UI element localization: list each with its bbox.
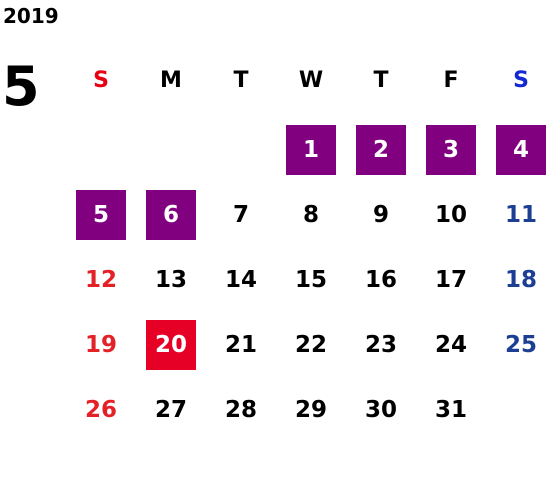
day-cell[interactable]: 14 <box>224 267 257 293</box>
day-cell[interactable]: 30 <box>364 397 397 423</box>
day-cell[interactable]: 13 <box>154 267 187 293</box>
day-cell[interactable]: 16 <box>364 267 397 293</box>
day-cell[interactable]: 22 <box>294 332 327 358</box>
day-cell[interactable]: 25 <box>504 332 537 358</box>
day-cell-holiday[interactable]: 1 <box>286 125 336 175</box>
day-cell-highlighted[interactable]: 20 <box>146 320 196 370</box>
day-cell[interactable]: 24 <box>434 332 467 358</box>
weekday-label: M <box>160 68 182 93</box>
weekday-label: S <box>93 68 109 93</box>
weekday-label: T <box>373 68 389 93</box>
day-cell[interactable]: 9 <box>372 202 389 228</box>
day-cell[interactable]: 17 <box>434 267 467 293</box>
day-cell-holiday[interactable]: 3 <box>426 125 476 175</box>
month-number: 5 <box>2 55 40 118</box>
weekday-label: F <box>443 68 459 93</box>
day-cell[interactable]: 27 <box>154 397 187 423</box>
day-cell-holiday[interactable]: 5 <box>76 190 126 240</box>
day-cell[interactable]: 11 <box>504 202 537 228</box>
day-cell[interactable]: 31 <box>434 397 467 423</box>
weekday-label: S <box>513 68 529 93</box>
day-cell[interactable]: 26 <box>84 397 117 423</box>
day-cell[interactable]: 12 <box>84 267 117 293</box>
day-cell[interactable]: 10 <box>434 202 467 228</box>
day-cell[interactable]: 21 <box>224 332 257 358</box>
year-label: 2019 <box>3 4 59 28</box>
day-cell-holiday[interactable]: 2 <box>356 125 406 175</box>
day-cell-holiday[interactable]: 4 <box>496 125 546 175</box>
day-cell[interactable]: 15 <box>294 267 327 293</box>
weekday-label: W <box>298 68 324 93</box>
day-cell[interactable]: 19 <box>84 332 117 358</box>
day-cell[interactable]: 8 <box>302 202 319 228</box>
day-cell[interactable]: 7 <box>232 202 249 228</box>
day-cell-holiday[interactable]: 6 <box>146 190 196 240</box>
weekday-label: T <box>233 68 249 93</box>
day-cell[interactable]: 29 <box>294 397 327 423</box>
day-cell[interactable]: 23 <box>364 332 397 358</box>
day-cell[interactable]: 18 <box>504 267 537 293</box>
day-cell[interactable]: 28 <box>224 397 257 423</box>
